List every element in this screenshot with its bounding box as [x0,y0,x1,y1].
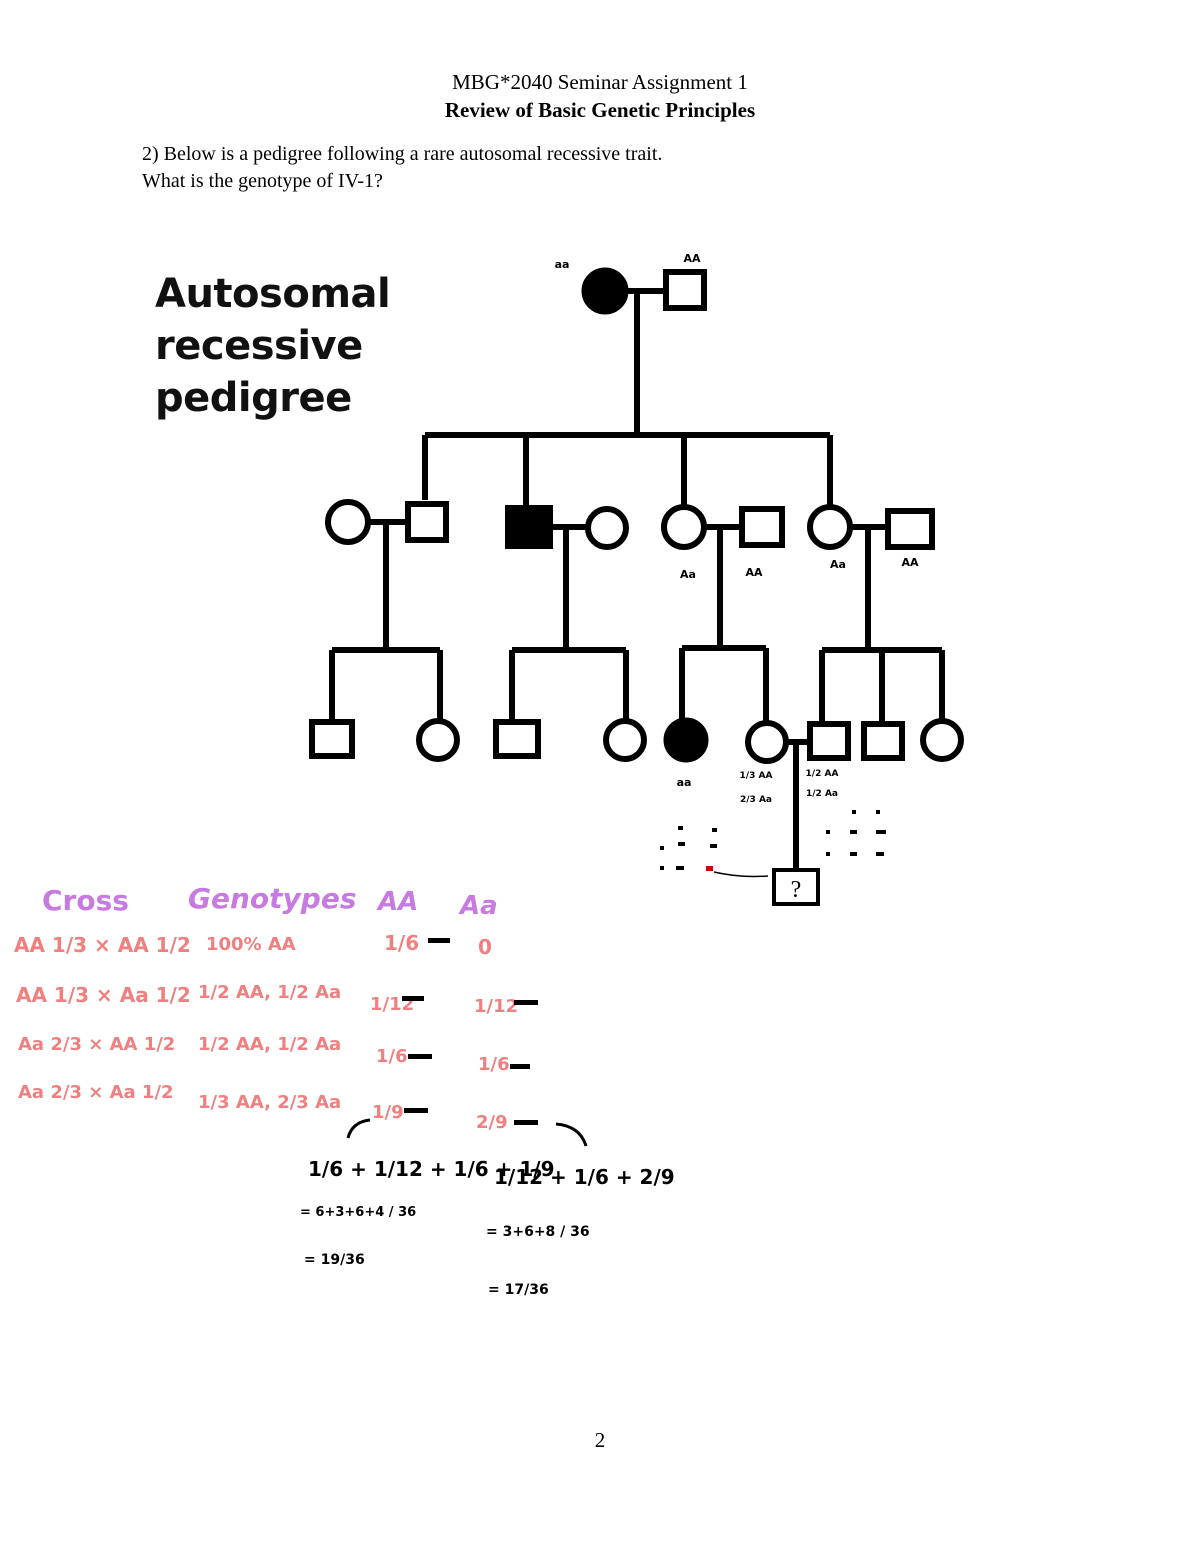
punnett-scribble-right [826,810,886,856]
annot-II-5: Aa [680,568,696,581]
arrow-to-unknown [713,871,769,878]
unknown-symbol: ? [791,877,802,903]
cross-1: AA 1/3 × AA 1/2 [14,933,191,957]
cross-2: AA 1/3 × Aa 1/2 [16,983,191,1007]
sum-Aa-line-2: = 3+6+8 / 36 [486,1224,590,1240]
genotype-2: 1/2 AA, 1/2 Aa [198,982,341,1003]
genotype-1: 100% AA [206,934,296,955]
female-III-9 [920,718,964,762]
header-subtitle: Review of Basic Genetic Principles [444,98,756,122]
unaffected-male-I-2 [663,269,707,311]
annot-II-6: AA [745,566,763,579]
curved-arrow-right [555,1122,588,1147]
AA-value-1: 1/6 [384,931,419,955]
Aa-value-2: 1/12 [474,996,518,1017]
work-header-AA: AA [376,887,418,917]
female-II-1 [325,499,371,545]
annot-III-6-a: 1/3 AA [740,771,773,781]
female-II-4 [585,506,629,550]
male-III-7 [807,721,851,761]
Aa-value-1: 0 [478,935,492,959]
cross-3: Aa 2/3 × AA 1/2 [18,1034,175,1055]
sum-Aa-line-1: 1/12 + 1/6 + 2/9 [494,1165,675,1189]
AA-value-3: 1/6 [376,1046,408,1067]
Aa-value-4: 2/9 [476,1112,508,1133]
work-header-cross: Cross [42,884,129,917]
genotype-3: 1/2 AA, 1/2 Aa [198,1034,341,1055]
male-III-8 [861,721,905,761]
tally-scribbles [402,938,538,1125]
punnett-scribble-left [660,826,717,870]
annot-III-7-a: 1/2 AA [806,769,839,779]
annot-I-2: AA [683,252,701,265]
pedigree-title: Autosomal recessive pedigree [155,268,391,424]
sum-AA-line-2: = 6+3+6+4 / 36 [300,1205,416,1220]
annot-III-6-b: 2/3 Aa [740,795,772,805]
page-number: 2 [594,1428,606,1452]
Aa-value-3: 1/6 [478,1054,510,1075]
affected-female-III-5 [663,717,709,763]
red-mark [706,866,713,871]
male-II-2 [405,501,449,543]
annot-I-1: aa [555,258,570,271]
female-II-7 [807,504,853,550]
pedigree-title-line-2: recessive [155,323,363,369]
annot-III-5: aa [677,776,692,789]
female-III-6 [745,720,789,764]
male-III-1 [309,719,355,759]
sum-AA-line-1: 1/6 + 1/12 + 1/6 + 1/9 [308,1157,555,1181]
male-II-6 [739,506,785,548]
work-header-genotypes: Genotypes [188,882,356,915]
sum-Aa-line-3: = 17/36 [488,1282,549,1298]
annot-II-7: Aa [830,558,846,571]
annot-II-8: AA [901,556,919,569]
header-course-title: MBG*2040 Seminar Assignment 1 [452,70,748,94]
sum-AA-line-3: = 19/36 [304,1252,365,1268]
affected-male-II-3 [505,505,553,549]
male-III-3 [493,719,541,759]
question-line-1: 2) Below is a pedigree following a rare … [142,143,663,165]
affected-female-I-1 [581,267,629,315]
AA-value-4: 1/9 [372,1102,404,1123]
female-II-5 [661,504,707,550]
pedigree-title-line-1: Autosomal [155,271,391,317]
genotype-4: 1/3 AA, 2/3 Aa [198,1092,341,1113]
annot-III-7-b: 1/2 Aa [806,789,838,799]
female-III-4 [603,718,647,762]
question-line-2: What is the genotype of IV-1? [142,170,383,192]
female-III-2 [416,718,460,762]
unknown-male-IV-1 [772,868,820,906]
cross-4: Aa 2/3 × Aa 1/2 [18,1082,174,1103]
pedigree-title-line-3: pedigree [155,375,352,421]
work-header-Aa: Aa [458,891,498,921]
curved-arrow-left [346,1118,371,1139]
male-II-8 [885,508,935,550]
